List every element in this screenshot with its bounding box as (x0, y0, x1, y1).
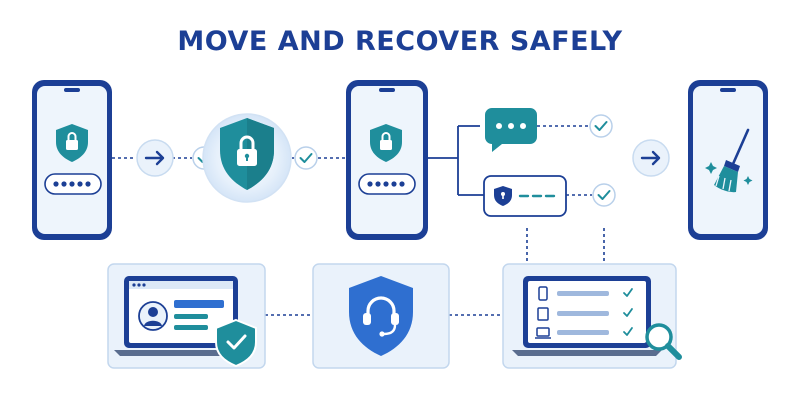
shield-lock-icon (370, 124, 402, 162)
magnifier-icon (645, 323, 682, 360)
check-icon (294, 146, 318, 170)
arrow-right-icon (632, 139, 670, 177)
laptop-account (107, 263, 266, 369)
chat-bubble-icon (485, 108, 537, 152)
device-list-icon (535, 286, 633, 339)
laptop-device-review (502, 263, 682, 369)
shield-headset-icon (349, 276, 413, 356)
passcode-dots-icon (358, 173, 416, 195)
source-phone (32, 80, 112, 240)
secure-shield (202, 113, 292, 203)
broom-sparkle-icon (705, 128, 753, 193)
passcode-dots-icon (44, 173, 102, 195)
support-headset (312, 263, 450, 369)
check-icon (592, 183, 616, 207)
connector-lines (112, 125, 605, 316)
check-icon (589, 114, 613, 138)
new-phone (346, 80, 428, 240)
branch-connector (428, 125, 484, 196)
page-title: MOVE AND RECOVER SAFELY (177, 26, 623, 57)
shield-lock-icon (220, 118, 274, 190)
shield-check-icon (215, 318, 257, 368)
user-avatar-icon (138, 301, 168, 331)
arrow-right-icon (136, 139, 174, 177)
old-phone-wiped (688, 80, 768, 240)
shield-lock-icon (56, 124, 88, 162)
security-key-icon (483, 175, 567, 217)
